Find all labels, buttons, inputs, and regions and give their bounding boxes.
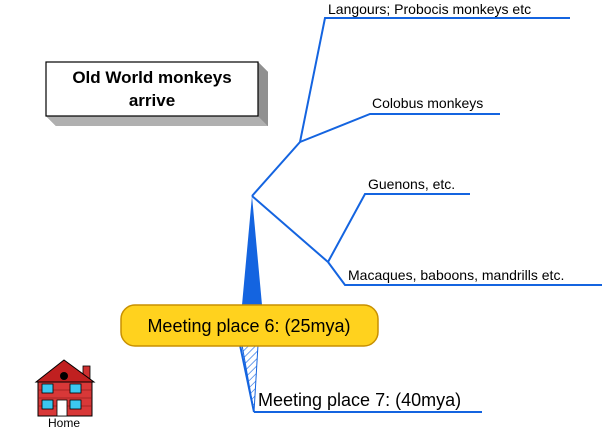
branch-lower-fork [251,195,329,263]
title-line-1: Old World monkeys [72,68,231,87]
branch-trunk-fork [251,141,301,197]
title-line-2: arrive [129,91,175,110]
meeting-place-6-label: Meeting place 6: (25mya) [147,316,350,336]
branch-lines [251,17,602,413]
branch-label-macaques: Macaques, baboons, mandrills etc. [348,267,564,283]
branch-macaques-line [327,261,602,286]
home-link-label[interactable]: Home [47,416,80,430]
trunk-wedge-hatched [241,344,259,413]
house-icon[interactable] [34,359,96,417]
meeting-place-6-button[interactable]: Meeting place 6: (25mya) [120,304,379,347]
trunk-wedge-solid [242,196,262,305]
branch-label-guenons: Guenons, etc. [368,176,455,192]
branch-langours-line [299,17,570,143]
trunk-line-lower [239,344,255,413]
branch-label-langours: Langours; Probocis monkeys etc [328,1,531,17]
title-box: Old World monkeys arrive [45,61,268,126]
branch-guenons-line [327,193,470,263]
branch-label-colobus: Colobus monkeys [372,95,483,111]
meeting-place-7-link[interactable]: Meeting place 7: (40mya) [258,390,461,410]
branch-colobus-line [299,113,500,143]
